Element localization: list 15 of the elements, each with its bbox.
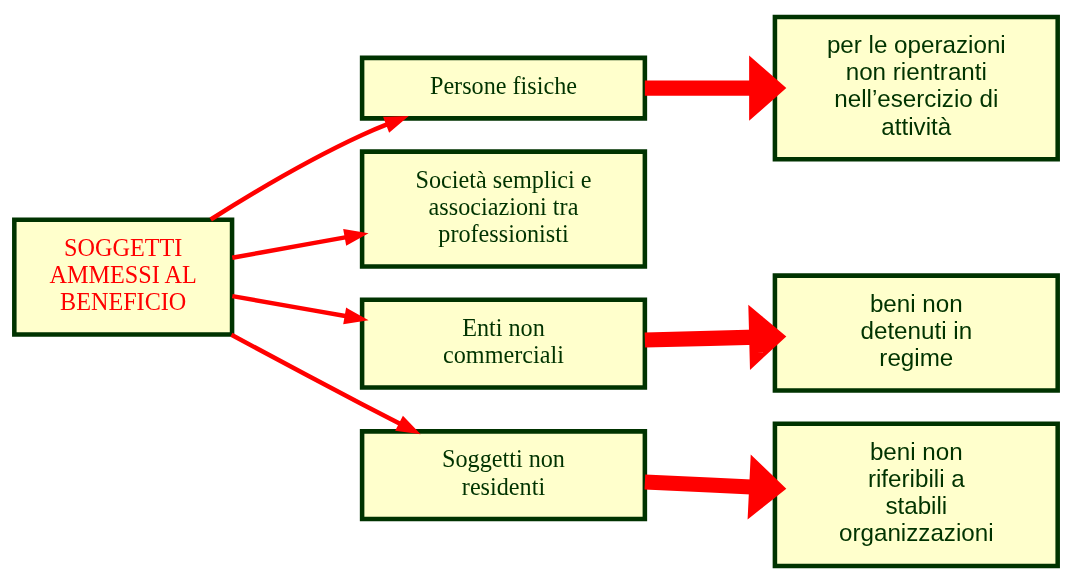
- node-box: per le operazioni non rientranti nell’esercizio di attività: [772, 14, 1060, 162]
- arrow: [231, 229, 369, 260]
- arrow: [644, 55, 787, 121]
- arrow: [644, 304, 787, 370]
- node-box: beni non riferibili a stabili organizzazioni: [772, 421, 1060, 569]
- node-box: Persone fisiche: [359, 55, 648, 121]
- node-box: SOGGETTI AMMESSI AL BENEFICIO: [12, 217, 235, 337]
- arrow: [230, 332, 421, 435]
- node-box: Enti non commerciali: [359, 297, 648, 390]
- node-box: Soggetti non residenti: [359, 429, 648, 522]
- arrow: [644, 454, 787, 520]
- arrow: [209, 116, 409, 222]
- arrow: [231, 293, 369, 325]
- node-box: beni non detenuti in regime: [772, 273, 1060, 393]
- node-box: Società semplici e associazioni tra professionisti: [359, 149, 648, 269]
